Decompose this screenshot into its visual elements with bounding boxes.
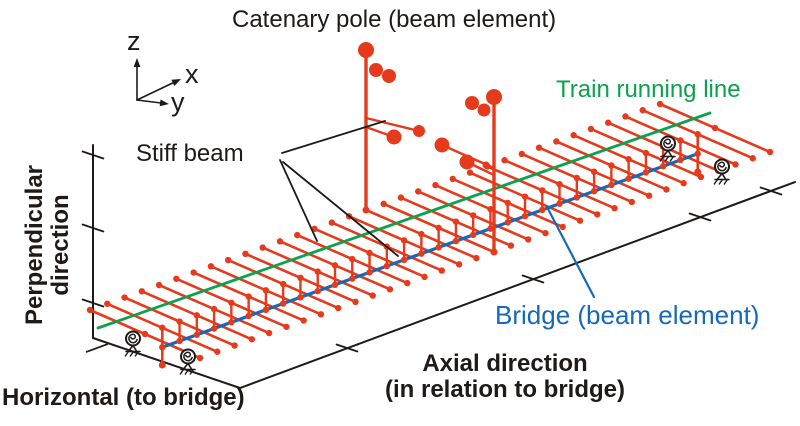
axial-direction-line2: (in relation to bridge)	[385, 376, 625, 403]
catenary-poles-group	[358, 42, 502, 256]
horizontal-direction-label: Horizontal (to bridge)	[2, 384, 245, 411]
z-axis-label: z	[127, 26, 141, 56]
support-spring-icon	[124, 330, 141, 357]
x-axis-label: x	[185, 59, 199, 89]
bridge-beam-label: Bridge (beam element)	[495, 300, 760, 330]
y-axis-label: y	[171, 87, 185, 117]
perpendicular-line2: direction	[47, 194, 74, 296]
perpendicular-line1: Perpendicular	[21, 164, 48, 326]
spring-supports-group	[124, 135, 730, 375]
perpendicular-direction-label: Perpendicular direction	[21, 140, 74, 350]
coordinate-triad	[133, 58, 181, 107]
train-running-line-label: Train running line	[556, 76, 741, 103]
axial-direction-label: Axial direction (in relation to bridge)	[320, 351, 690, 403]
support-spring-icon	[179, 348, 196, 375]
end-posts-group	[158, 132, 702, 369]
support-spring-icon	[659, 135, 676, 162]
support-spring-icon	[713, 158, 730, 185]
train-running-line	[96, 111, 712, 330]
leader-lines-group	[279, 120, 596, 299]
axial-direction-line1: Axial direction	[422, 350, 588, 377]
catenary-pole-label: Catenary pole (beam element)	[232, 6, 557, 33]
bridge-axis-line	[159, 150, 701, 351]
stiff-beam-label: Stiff beam	[136, 140, 244, 167]
base-plane-axes	[81, 144, 796, 389]
